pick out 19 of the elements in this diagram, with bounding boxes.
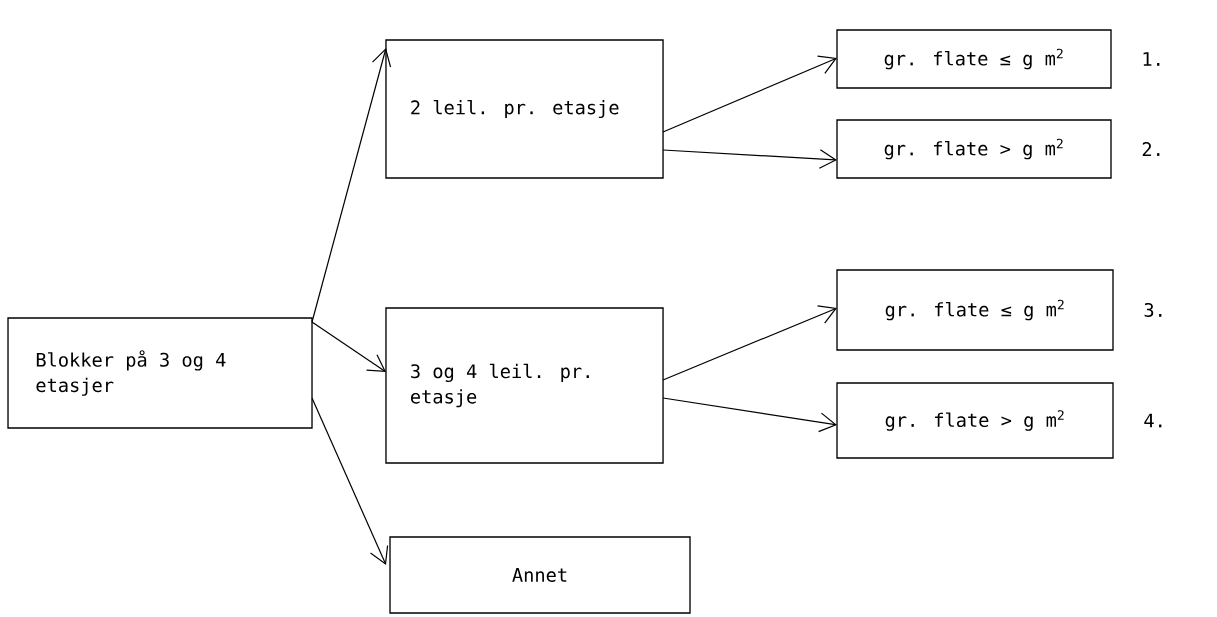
arrow: [662, 305, 837, 381]
arrow: [662, 55, 837, 133]
arrow: [311, 48, 392, 323]
process-box: 2 leil. pr. etasje: [385, 39, 664, 179]
process-box: Annet: [389, 536, 691, 614]
process-box: 3 og 4 leil. pr. etasje: [385, 307, 664, 464]
item-number: 2.: [1142, 142, 1160, 156]
arrow: [311, 397, 389, 565]
process-box: gr. flate ≤ g m$^{2}$: [836, 269, 1114, 351]
arrow: [662, 149, 837, 169]
arrow: [311, 321, 386, 372]
process-box: gr. flate > g m$^{2}$: [836, 382, 1114, 459]
item-number: 3.: [1144, 302, 1162, 318]
item-number: 1.: [1143, 52, 1160, 66]
process-box: gr. flate ≤ g m$^{2}$: [836, 29, 1112, 89]
process-box: gr. flate > g m$^{2}$: [836, 119, 1112, 179]
process-box: Blokker på 3 og 4 etasjer: [7, 317, 313, 429]
item-number: 4.: [1144, 413, 1162, 428]
arrow: [662, 397, 837, 433]
